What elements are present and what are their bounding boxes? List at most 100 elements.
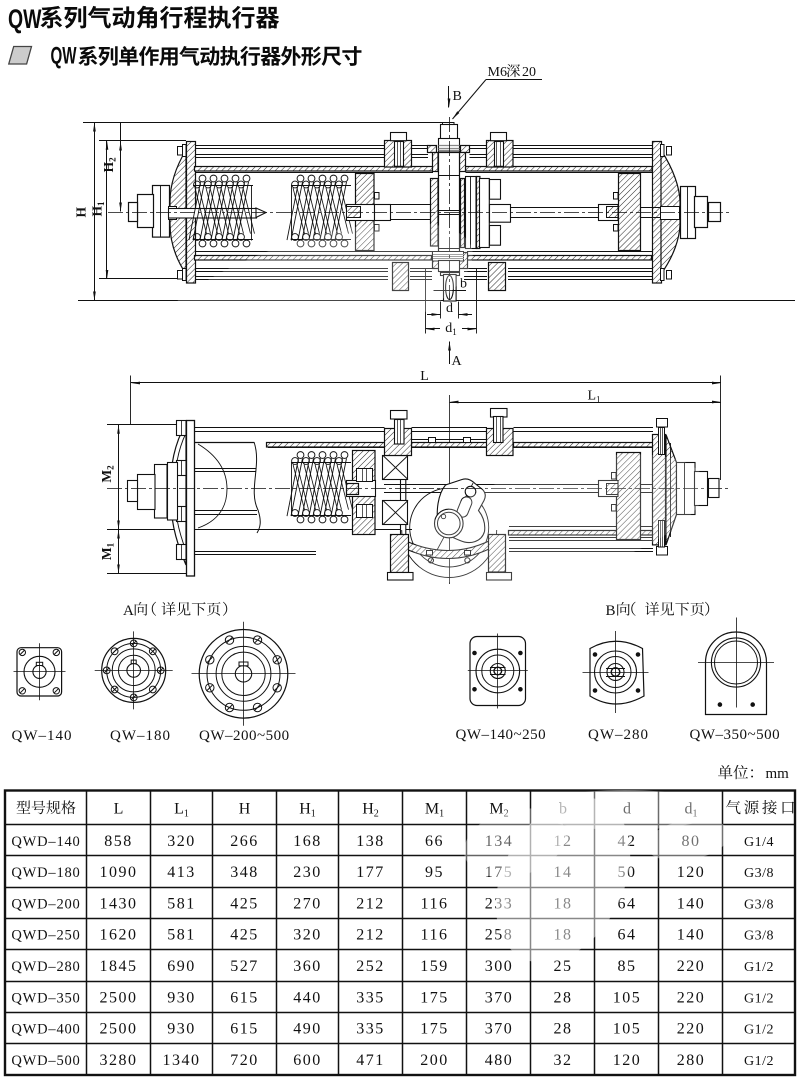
svg-text:266: 266	[230, 833, 259, 850]
svg-text:480: 480	[485, 1052, 514, 1069]
svg-text:413: 413	[167, 864, 196, 881]
svg-text:220: 220	[677, 1021, 706, 1038]
svg-text:QW–350~500: QW–350~500	[690, 727, 781, 743]
svg-text:175: 175	[420, 989, 449, 1006]
svg-text:335: 335	[356, 1021, 385, 1038]
svg-text:G3/8: G3/8	[744, 897, 774, 912]
svg-text:d1: d1	[445, 321, 457, 337]
svg-text:66: 66	[425, 833, 444, 850]
svg-text:1090: 1090	[100, 864, 138, 881]
svg-text:140: 140	[677, 927, 706, 944]
svg-text:B: B	[453, 89, 462, 104]
svg-text:471: 471	[356, 1052, 385, 1069]
svg-text:212: 212	[356, 927, 385, 944]
svg-text:mm: mm	[766, 766, 790, 782]
svg-text:140: 140	[677, 895, 706, 912]
svg-text:95: 95	[425, 864, 444, 881]
svg-text:270: 270	[293, 895, 322, 912]
svg-text:28: 28	[554, 1021, 573, 1038]
svg-text:116: 116	[421, 895, 449, 912]
svg-text:QWD–350: QWD–350	[11, 990, 80, 1006]
svg-text:1620: 1620	[100, 927, 138, 944]
svg-text:QW–140~250: QW–140~250	[456, 727, 547, 743]
svg-text:720: 720	[230, 1052, 259, 1069]
svg-text:320: 320	[167, 833, 196, 850]
svg-text:G3/8: G3/8	[744, 866, 774, 881]
svg-text:425: 425	[230, 895, 259, 912]
svg-text:b: b	[460, 277, 467, 292]
svg-text:QW–200~500: QW–200~500	[199, 728, 290, 744]
svg-text:64: 64	[618, 895, 637, 912]
svg-text:QW–180: QW–180	[110, 728, 171, 744]
svg-text:QW–280: QW–280	[588, 727, 649, 743]
svg-text:QW: QW	[8, 4, 42, 34]
svg-text:120: 120	[677, 864, 706, 881]
svg-text:QWD–180: QWD–180	[11, 865, 80, 881]
svg-text:d: d	[446, 301, 453, 316]
svg-text:527: 527	[230, 958, 259, 975]
svg-text:G1/4: G1/4	[744, 835, 774, 850]
svg-text:615: 615	[230, 989, 259, 1006]
svg-text:QW–140: QW–140	[12, 728, 73, 744]
svg-text:159: 159	[420, 958, 449, 975]
svg-text:25: 25	[554, 958, 573, 975]
svg-text:858: 858	[104, 833, 133, 850]
svg-text:581: 581	[167, 895, 196, 912]
svg-text:G1/2: G1/2	[744, 1054, 774, 1069]
svg-text:440: 440	[293, 989, 322, 1006]
svg-text:116: 116	[421, 927, 449, 944]
svg-text:335: 335	[356, 989, 385, 1006]
svg-text:230: 230	[293, 864, 322, 881]
svg-text:M6: M6	[488, 65, 507, 80]
svg-text:A: A	[123, 603, 134, 619]
svg-text:220: 220	[677, 958, 706, 975]
svg-text:85: 85	[618, 958, 637, 975]
svg-text:QWD–250: QWD–250	[11, 928, 80, 944]
svg-text:930: 930	[167, 1021, 196, 1038]
svg-text:320: 320	[293, 927, 322, 944]
svg-text:1340: 1340	[163, 1052, 201, 1069]
svg-text:581: 581	[167, 927, 196, 944]
svg-text:370: 370	[485, 1021, 514, 1038]
svg-text:490: 490	[293, 1021, 322, 1038]
svg-text:280: 280	[677, 1052, 706, 1069]
svg-text:28: 28	[554, 989, 573, 1006]
svg-text:600: 600	[293, 1052, 322, 1069]
svg-text:H: H	[239, 801, 251, 818]
svg-text:105: 105	[613, 1021, 642, 1038]
svg-text:175: 175	[420, 1021, 449, 1038]
svg-text:360: 360	[293, 958, 322, 975]
svg-text:G1/2: G1/2	[744, 1023, 774, 1038]
svg-text:B: B	[606, 603, 616, 619]
svg-text:32: 32	[554, 1052, 573, 1069]
svg-text:G1/2: G1/2	[744, 960, 774, 975]
svg-text:105: 105	[613, 989, 642, 1006]
svg-text:138: 138	[356, 833, 385, 850]
svg-text:930: 930	[167, 989, 196, 1006]
svg-text:3280: 3280	[100, 1052, 138, 1069]
svg-text:QW: QW	[51, 43, 77, 69]
svg-text:2500: 2500	[100, 1021, 138, 1038]
svg-text:690: 690	[167, 958, 196, 975]
svg-text:64: 64	[618, 927, 637, 944]
svg-text:348: 348	[230, 864, 259, 881]
svg-text:168: 168	[293, 833, 322, 850]
svg-text:300: 300	[485, 958, 514, 975]
svg-text:80: 80	[682, 833, 701, 850]
svg-text:615: 615	[230, 1021, 259, 1038]
svg-text:L: L	[420, 369, 429, 384]
svg-text:QWD–400: QWD–400	[11, 1022, 80, 1038]
svg-text:120: 120	[613, 1052, 642, 1069]
svg-text:G1/2: G1/2	[744, 991, 774, 1006]
svg-text:1430: 1430	[100, 895, 138, 912]
svg-text:212: 212	[356, 895, 385, 912]
svg-text:134: 134	[485, 833, 514, 850]
svg-text:G3/8: G3/8	[744, 929, 774, 944]
svg-text:d: d	[623, 801, 631, 818]
svg-text:370: 370	[485, 989, 514, 1006]
svg-text:200: 200	[420, 1052, 449, 1069]
svg-text:177: 177	[356, 864, 385, 881]
svg-text:L: L	[114, 801, 124, 818]
svg-text:QWD–140: QWD–140	[11, 834, 80, 850]
svg-text:QWD–500: QWD–500	[11, 1053, 80, 1069]
